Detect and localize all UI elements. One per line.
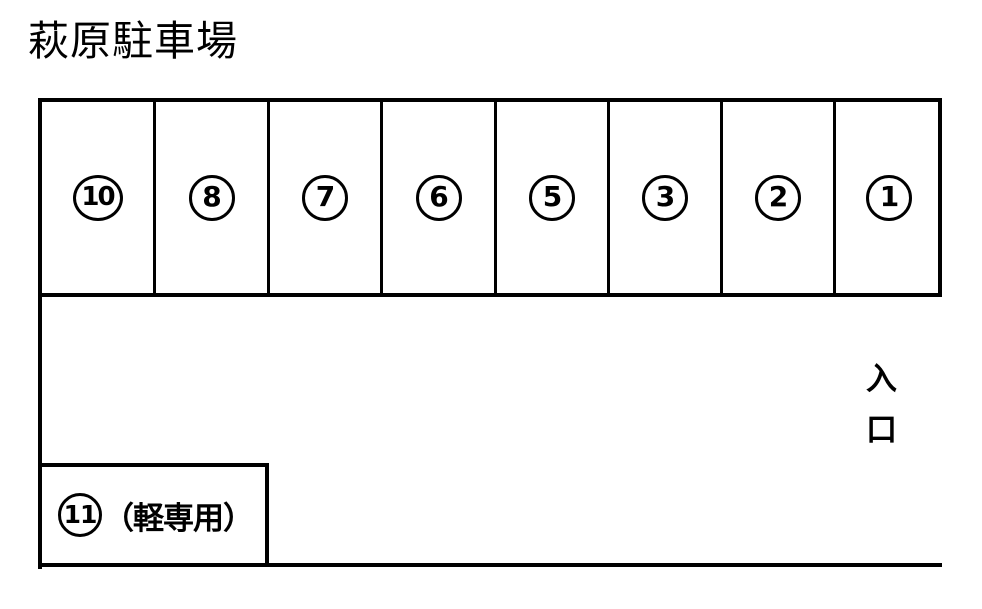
stall-number-7: 7 [302,174,348,221]
driveway-bottom-boundary [38,563,942,567]
stall-number-10: 10 [72,174,123,221]
parking-stall-10[interactable]: 10 [42,102,153,293]
stall-number-6: 6 [415,174,462,221]
parking-stall-11-kei[interactable]: 11 （軽専用） [38,463,269,567]
parking-stall-6[interactable]: 6 [380,102,494,293]
stall-number-3: 3 [642,174,688,221]
entrance-label: 入口 [860,362,896,464]
parking-stall-row: 10 8 7 6 5 3 2 1 [38,98,942,297]
parking-stall-7[interactable]: 7 [267,102,380,293]
parking-stall-3[interactable]: 3 [607,102,720,293]
stall-number-8: 8 [188,174,235,221]
parking-stall-1[interactable]: 1 [833,102,942,293]
parking-stall-2[interactable]: 2 [720,102,833,293]
stall-number-5: 5 [529,174,575,221]
kei-stall-label: 11 （軽専用） [58,493,254,538]
page-title: 萩原駐車場 [28,17,238,65]
parking-stall-5[interactable]: 5 [494,102,607,293]
stall-number-2: 2 [755,174,801,221]
stall-number-11: 11 [58,493,102,537]
kei-stall-note: （軽専用） [103,500,254,537]
stall-number-1: 1 [866,174,912,221]
driveway-left-boundary [38,294,42,569]
parking-stall-8[interactable]: 8 [153,102,267,293]
